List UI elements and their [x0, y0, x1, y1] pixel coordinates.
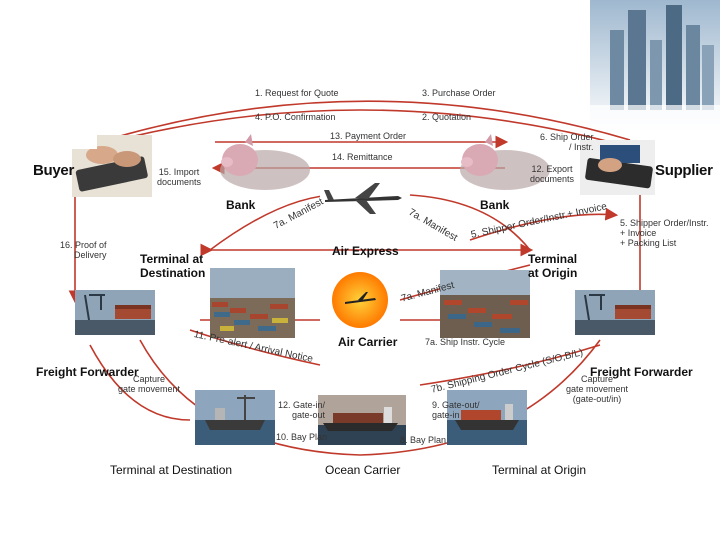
flow-15-label: 15. Import documents [157, 167, 202, 187]
cargo-ship-left-photo [195, 390, 275, 445]
bank-right-label: Bank [480, 198, 510, 212]
bottom-terminal-destination-label: Terminal at Destination [110, 463, 233, 477]
flow-2-label: 2. Quotation [422, 112, 472, 122]
ocean-carrier-photo [318, 395, 406, 445]
bank-left-label: Bank [226, 198, 256, 212]
terminal-destination-label: Terminal at Destination [140, 252, 206, 280]
piggy-bank-right-photo [445, 128, 555, 198]
flow-8-label: 8. Bay Plan [400, 435, 447, 445]
air-express-label: Air Express [332, 244, 399, 258]
buyer-keyboard-photo [72, 135, 152, 197]
cargo-ship-right-photo [447, 390, 527, 445]
flow-4-label: 4. P.O. Confirmation [255, 112, 336, 122]
port-crane-left-photo [75, 290, 155, 335]
flow-6-label: 6. Ship Order / Instr. [540, 132, 594, 152]
terminal-origin-label: Terminal at Origin [528, 252, 578, 280]
capture-right-label: Capture gate movement (gate-out/in) [566, 374, 629, 404]
flow-3-label: 3. Purchase Order [422, 88, 496, 98]
port-crane-right-photo [575, 290, 655, 335]
freight-forwarder-right-label: Freight Forwarder [590, 365, 693, 379]
bottom-terminal-origin-label: Terminal at Origin [492, 463, 587, 477]
air-carrier-label: Air Carrier [338, 335, 398, 349]
flow-1-label: 1. Request for Quote [255, 88, 339, 98]
skyline-photo [590, 0, 720, 135]
supplier-label: Supplier [655, 162, 713, 179]
flow-12-export-label: 12. Export documents [530, 164, 575, 184]
supplier-keyboard-photo [580, 140, 655, 195]
container-port-left-photo [210, 268, 295, 338]
piggy-bank-left-photo [205, 128, 315, 198]
flow-7a-ship-label: 7a. Ship Instr. Cycle [425, 337, 506, 347]
flow-13-label: 13. Payment Order [330, 131, 407, 141]
flow-14-label: 14. Remittance [332, 152, 393, 162]
container-port-right-photo [440, 270, 530, 338]
flow-10-label: 10. Bay Plan [276, 432, 328, 442]
capture-left-label: Capture gate movement [118, 374, 181, 394]
flow-12-label: 12. Gate-in/ gate-out [278, 400, 326, 420]
freight-forwarder-left-label: Freight Forwarder [36, 365, 139, 379]
sunset-plane-photo [320, 268, 400, 333]
flow-16-label: 16. Proof of Delivery [60, 240, 107, 260]
buyer-label: Buyer [33, 162, 75, 179]
airplane-photo [320, 178, 405, 218]
flow-5-label: 5. Shipper Order/Instr. + Invoice + Pack… [620, 218, 709, 248]
flow-9-label: 9. Gate-out/ gate-in [432, 400, 480, 420]
ocean-carrier-label: Ocean Carrier [325, 463, 401, 477]
